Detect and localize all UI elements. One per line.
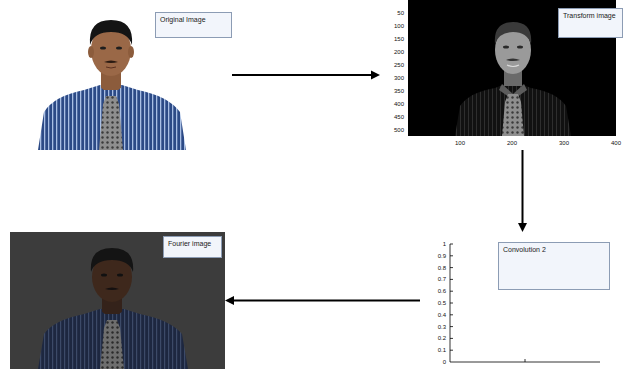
- axis-tick-label: 400: [394, 101, 404, 107]
- axis-tick-label: 250: [394, 62, 404, 68]
- axis-tick-label: 0.9: [438, 253, 446, 259]
- arrow-head: [518, 223, 527, 232]
- axis-tick-label: 0.6: [438, 288, 446, 294]
- axis-tick-label: 500: [394, 127, 404, 133]
- axis-tick-label: 0.5: [438, 300, 446, 306]
- axis-tick-label: 100: [455, 140, 465, 146]
- arrow-head: [371, 71, 380, 80]
- flow-arrow: [225, 296, 420, 305]
- axis-tick-label: 200: [394, 49, 404, 55]
- arrow-line: [522, 150, 524, 224]
- fourier-photo: [10, 232, 225, 369]
- axis-tick-label: 450: [394, 114, 404, 120]
- axis-tick-label: 1: [443, 241, 446, 247]
- arrow-line: [233, 300, 420, 302]
- image-caption-box: Fourier image: [163, 236, 222, 258]
- axis-tick-label: 400: [611, 140, 621, 146]
- arrow-line: [232, 74, 372, 76]
- axis-tick-label: 50: [397, 10, 404, 16]
- flow-arrow: [232, 71, 380, 80]
- image-caption-box: Transform image: [558, 8, 623, 38]
- image-panel: Original Image: [10, 0, 232, 150]
- plot-panel: Convolution 2: [420, 232, 625, 369]
- axis-tick-label: 0.8: [438, 265, 446, 271]
- axis-tick-label: 200: [507, 140, 517, 146]
- axis-tick-label: 100: [394, 23, 404, 29]
- axis-tick-label: 300: [394, 75, 404, 81]
- axis-tick-label: 0.1: [438, 347, 446, 353]
- image-panel: Transform image: [380, 0, 625, 150]
- arrow-head: [225, 296, 234, 305]
- image-caption-box: Original Image: [155, 12, 232, 38]
- axis-tick-label: 350: [394, 88, 404, 94]
- image-caption-box: Convolution 2: [498, 242, 610, 290]
- original-photo: [10, 0, 232, 150]
- axis-tick-label: 150: [394, 36, 404, 42]
- axis-tick-label: 0.4: [438, 312, 446, 318]
- axis-tick-label: 0.7: [438, 276, 446, 282]
- axis-tick-label: 0.3: [438, 324, 446, 330]
- axis-tick-label: 0: [443, 359, 446, 365]
- flow-arrow: [518, 150, 527, 232]
- image-panel: Fourier image: [10, 232, 225, 369]
- axis-tick-label: 300: [559, 140, 569, 146]
- axis-tick-label: 0.2: [438, 335, 446, 341]
